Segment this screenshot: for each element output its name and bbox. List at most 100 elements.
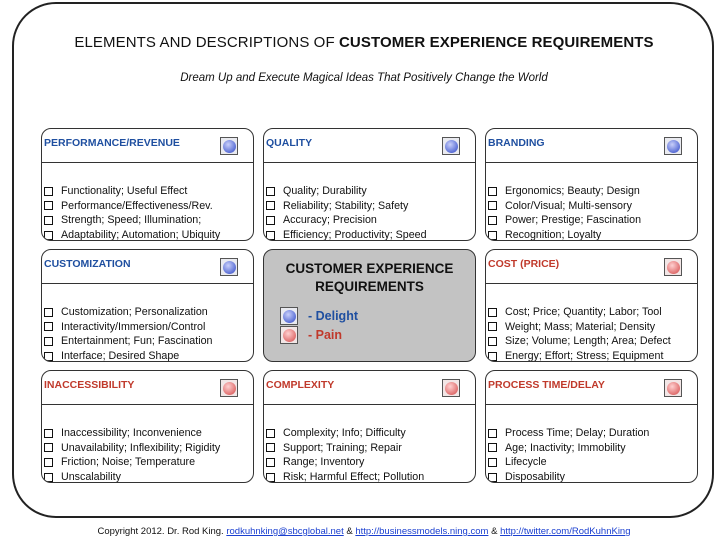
center-box: CUSTOMER EXPERIENCE REQUIREMENTS - Delig… [263, 249, 476, 362]
list-item: Efficiency; Productivity; Speed [266, 228, 427, 241]
list-item: Reliability; Stability; Safety [266, 199, 427, 214]
list-item: Energy; Effort; Stress; Equipment [488, 349, 671, 361]
checkbox-bullet-icon [488, 322, 497, 332]
checkbox-bullet-icon [266, 186, 275, 196]
footer-email-link[interactable]: rodkuhnking@sbcglobal.net [226, 526, 344, 537]
card-title: COMPLEXITY [266, 379, 335, 391]
list-item: Risk; Harmful Effect; Pollution [266, 470, 424, 482]
card-title: BRANDING [488, 137, 545, 149]
list-item-text: Size; Volume; Length; Area; Defect [505, 335, 671, 348]
smiley-face-icon [280, 307, 298, 325]
smiley-face-icon [220, 258, 238, 276]
card-divider [486, 283, 697, 284]
checkbox-bullet-icon [44, 186, 53, 196]
list-item: Unavailability; Inflexibility; Rigidity [44, 441, 220, 456]
list-item: Color/Visual; Multi-sensory [488, 199, 641, 214]
list-item-text: Efficiency; Productivity; Speed [283, 228, 427, 241]
list-item: Support; Training; Repair [266, 441, 424, 456]
list-item: Entertainment; Fun; Fascination [44, 334, 212, 349]
footer-sep: & [343, 526, 356, 537]
list-item: Interface; Desired Shape [44, 349, 212, 362]
checkbox-bullet-icon [266, 215, 275, 225]
list-item-text: Functionality; Useful Effect [61, 185, 188, 197]
list-item: Inaccessibility; Inconvenience [44, 426, 220, 441]
footer-sep: & [488, 526, 501, 537]
card-divider [264, 404, 475, 405]
list-item: Interactivity/Immersion/Control [44, 320, 212, 335]
list-item: Strength; Speed; Illumination; [44, 213, 220, 228]
card-divider [486, 162, 697, 163]
checkbox-bullet-icon [44, 472, 53, 482]
card-divider [42, 162, 253, 163]
sad-face-icon [280, 326, 298, 344]
card-divider [264, 162, 475, 163]
list-item-text: Lifecycle [505, 456, 547, 469]
checkbox-bullet-icon [44, 443, 53, 453]
footer-ning-link[interactable]: http://businessmodels.ning.com [355, 526, 489, 537]
list-item-text: Inaccessibility; Inconvenience [61, 427, 202, 439]
checkbox-bullet-icon [44, 336, 53, 346]
list-item: Range; Inventory [266, 455, 424, 470]
card-divider [42, 283, 253, 284]
card-cost-price: COST (PRICE) Cost; Price; Quantity; Labor… [485, 249, 698, 362]
list-item: Accuracy; Precision [266, 213, 427, 228]
checkbox-bullet-icon [44, 428, 53, 438]
title-bold: CUSTOMER EXPERIENCE REQUIREMENTS [338, 34, 654, 51]
list-item: Ergonomics; Beauty; Design [488, 184, 641, 199]
list-item-text: Recognition; Loyalty [505, 228, 602, 241]
list-item-text: Support; Training; Repair [283, 441, 402, 454]
checkbox-bullet-icon [44, 322, 53, 332]
list-item-text: Unscalability [61, 470, 121, 483]
list-item-text: Cost; Price; Quantity; Labor; Tool [505, 306, 662, 318]
list-item: Performance/Effectiveness/Rev. [44, 199, 220, 214]
checkbox-bullet-icon [266, 428, 275, 438]
checkbox-bullet-icon [488, 201, 497, 211]
list-item-text: Power; Prestige; Fascination [505, 214, 642, 227]
list-item: Recognition; Loyalty [488, 228, 641, 241]
list-item: Unscalability [44, 470, 220, 483]
card-title: CUSTOMIZATION [44, 258, 131, 270]
legend-delight: - Delight [280, 307, 358, 325]
legend-pain-label: - Pain [308, 328, 343, 342]
checkbox-bullet-icon [488, 351, 497, 361]
checkbox-bullet-icon [488, 443, 497, 453]
card-title: COST (PRICE) [488, 258, 560, 270]
center-title: CUSTOMER EXPERIENCE REQUIREMENTS [264, 260, 475, 295]
checkbox-bullet-icon [488, 307, 497, 317]
list-item: Friction; Noise; Temperature [44, 455, 220, 470]
list-item-text: Entertainment; Fun; Fascination [61, 335, 213, 348]
footer-copyright: Copyright 2012. Dr. Rod King. rodkuhnkin… [0, 526, 728, 537]
list-item-text: Customization; Personalization [61, 306, 208, 318]
list-item-text: Weight; Mass; Material; Density [505, 320, 656, 333]
outer-frame [12, 2, 714, 518]
smiley-face-icon [442, 137, 460, 155]
checkbox-bullet-icon [488, 230, 497, 240]
checkbox-bullet-icon [488, 186, 497, 196]
checkbox-bullet-icon [266, 443, 275, 453]
checkbox-bullet-icon [44, 230, 53, 240]
list-item-text: Complexity; Info; Difficulty [283, 427, 406, 439]
footer-prefix: Copyright 2012. Dr. Rod King. [97, 526, 227, 537]
list-item-text: Accuracy; Precision [283, 214, 377, 227]
footer-twitter-link[interactable]: http://twitter.com/RodKuhnKing [500, 526, 631, 537]
smiley-face-icon [220, 137, 238, 155]
list-item-text: Interface; Desired Shape [61, 349, 180, 362]
title-prefix: ELEMENTS AND DESCRIPTIONS OF [74, 34, 339, 51]
checkbox-bullet-icon [266, 472, 275, 482]
list-item: Customization; Personalization [44, 305, 212, 320]
list-item: Adaptability; Automation; Ubiquity [44, 228, 220, 240]
center-title-line1: CUSTOMER EXPERIENCE [285, 261, 454, 276]
center-title-line2: REQUIREMENTS [315, 278, 424, 294]
card-title: PROCESS TIME/DELAY [488, 379, 605, 391]
list-item: Quality; Durability [266, 184, 427, 199]
list-item: Age; Inactivity; Immobility [488, 441, 649, 456]
